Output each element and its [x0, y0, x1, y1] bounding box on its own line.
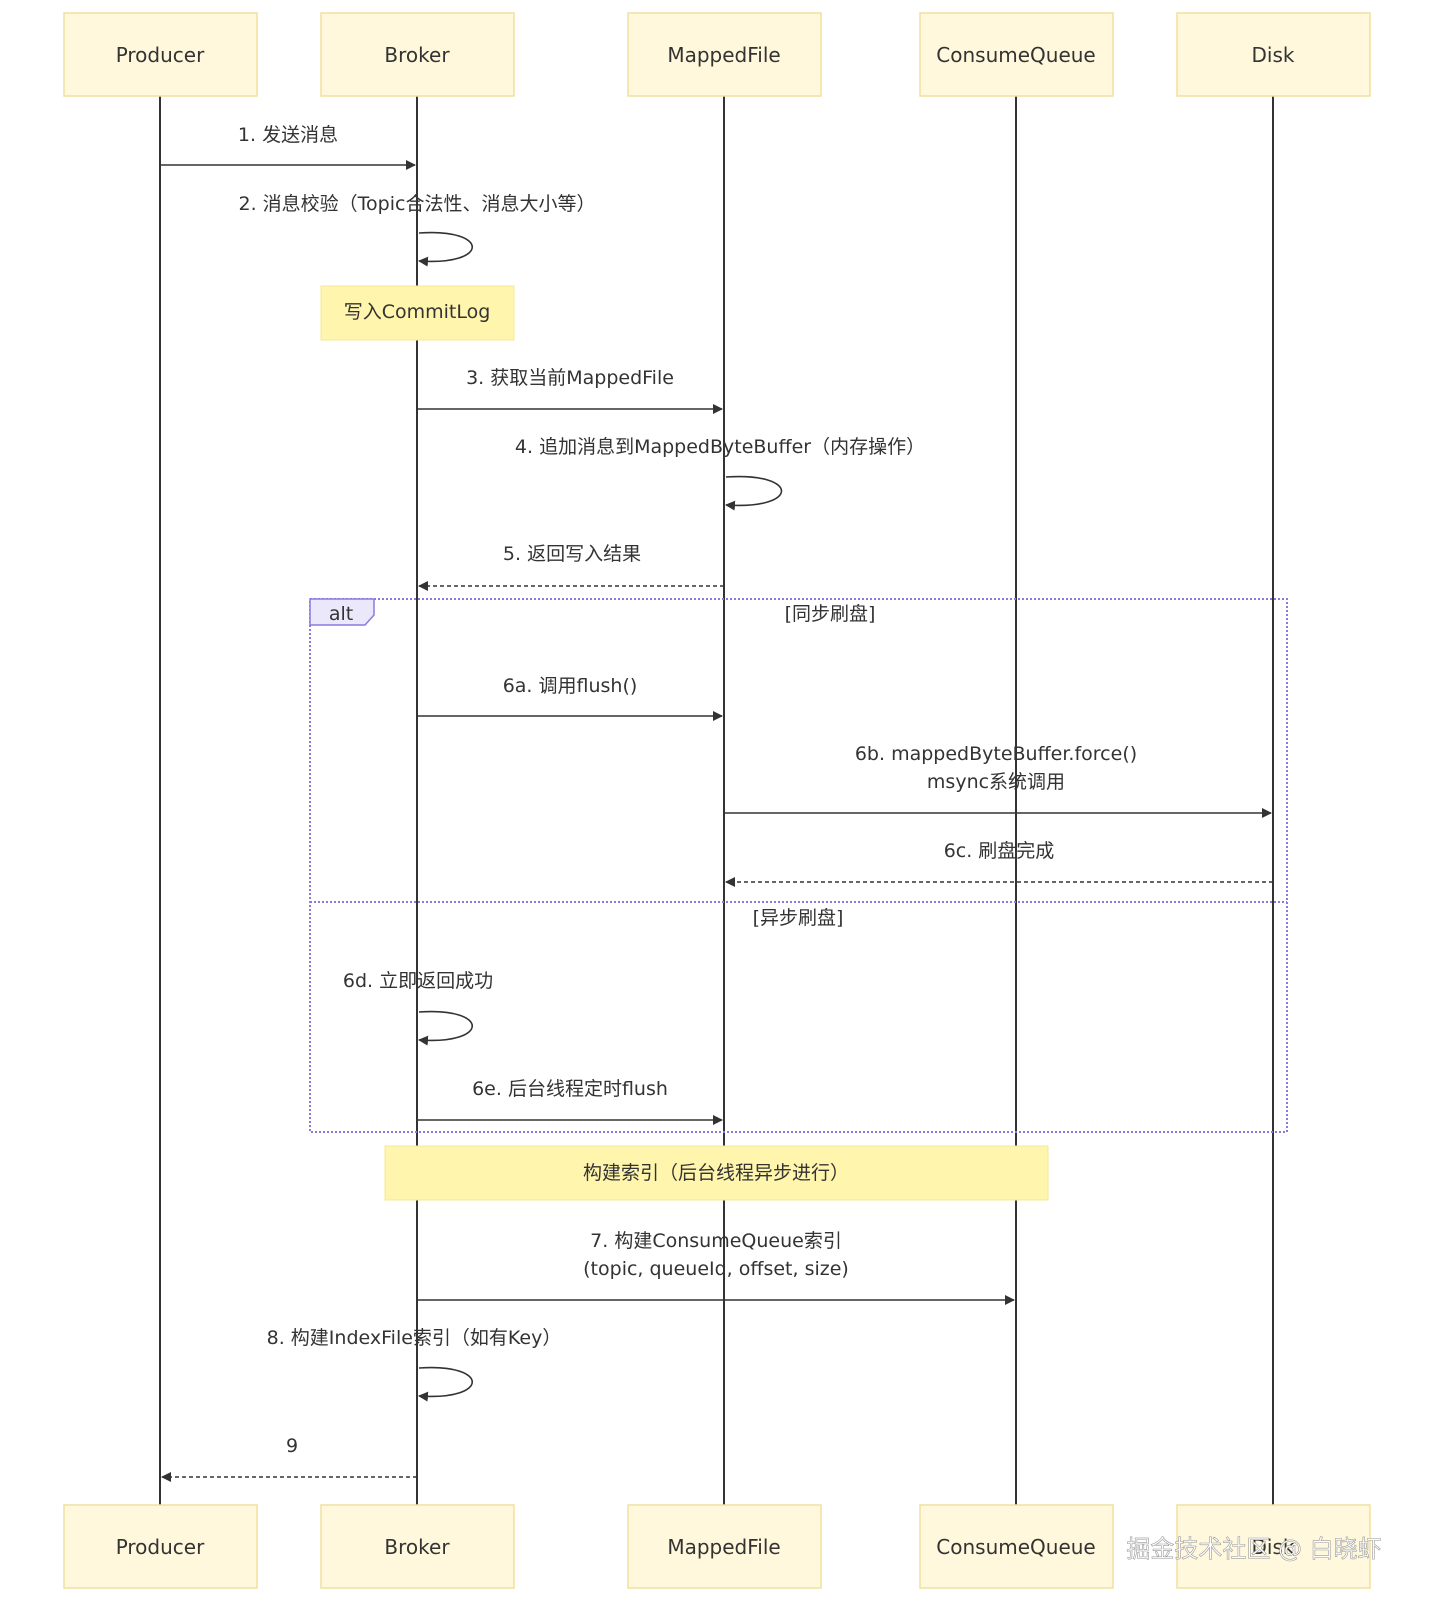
message-label-2: 2. 消息校验（Topic合法性、消息大小等） [239, 193, 596, 215]
actor-label-disk: Disk [1252, 43, 1295, 67]
self-loop-arrow-6d [418, 1010, 474, 1046]
message-label-6d: 6d. 立即返回成功 [343, 970, 493, 992]
actor-label-producer: Producer [116, 43, 205, 67]
message-label-1: 1. 发送消息 [238, 124, 338, 146]
alt-condition-sync: [同步刷盘] [785, 603, 876, 625]
actor-label-consumequeue-bottom: ConsumeQueue [936, 1535, 1095, 1559]
actor-box-disk-bottom [1176, 1504, 1371, 1589]
actor-box-broker-bottom [320, 1504, 515, 1589]
note-commitlog-text: 写入CommitLog [344, 301, 491, 323]
note-index [384, 1145, 1049, 1201]
actor-label-mappedfile: MappedFile [667, 43, 780, 67]
message-label-5: 5. 返回写入结果 [503, 543, 641, 565]
self-loop-arrow-2 [418, 231, 474, 267]
message-label-7-line2: (topic, queueId, offset, size) [583, 1258, 849, 1280]
actor-label-mappedfile-bottom: MappedFile [667, 1535, 780, 1559]
message-label-6b-line2: msync系统调用 [927, 771, 1065, 793]
actor-label-consumequeue: ConsumeQueue [936, 43, 1095, 67]
actors-top: Producer Broker MappedFile ConsumeQueue … [63, 12, 1371, 97]
actor-box-broker [320, 12, 515, 97]
alt-condition-async: [异步刷盘] [753, 907, 844, 929]
actor-box-producer [63, 12, 258, 97]
message-label-6e: 6e. 后台线程定时flush [472, 1078, 668, 1100]
actor-box-mappedfile [627, 12, 822, 97]
alt-frame [309, 598, 1288, 1133]
message-label-8: 8. 构建IndexFile索引（如有Key） [267, 1327, 562, 1349]
message-label-6c: 6c. 刷盘完成 [944, 840, 1055, 862]
message-label-9: 9 [286, 1435, 298, 1457]
alt-label: alt [329, 603, 353, 625]
actor-label-disk-bottom: Disk [1252, 1535, 1295, 1559]
actor-box-disk [1176, 12, 1371, 97]
actor-label-broker: Broker [384, 43, 450, 67]
self-loop-arrow-8 [418, 1366, 474, 1402]
self-loop-arrow-4 [725, 475, 783, 511]
alt-label-tab [309, 598, 375, 626]
actor-label-broker-bottom: Broker [384, 1535, 450, 1559]
message-label-7-line1: 7. 构建ConsumeQueue索引 [590, 1230, 842, 1252]
actor-box-producer-bottom [63, 1504, 258, 1589]
actor-box-mappedfile-bottom [627, 1504, 822, 1589]
actor-box-consumequeue [919, 12, 1114, 97]
message-label-4: 4. 追加消息到MappedByteBuffer（内存操作） [515, 436, 925, 458]
actor-box-consumequeue-bottom [919, 1504, 1114, 1589]
actor-label-producer-bottom: Producer [116, 1535, 205, 1559]
note-index-text: 构建索引（后台线程异步进行） [583, 1162, 849, 1184]
message-label-6a: 6a. 调用flush() [503, 675, 638, 697]
actors-bottom: Producer Broker MappedFile ConsumeQueue … [63, 1504, 1371, 1589]
note-commitlog [320, 285, 515, 341]
message-label-6b-line1: 6b. mappedByteBuffer.force() [855, 743, 1137, 765]
watermark: 掘金技术社区 @ 白晓虾 [1126, 1535, 1381, 1563]
message-label-3: 3. 获取当前MappedFile [466, 367, 674, 389]
